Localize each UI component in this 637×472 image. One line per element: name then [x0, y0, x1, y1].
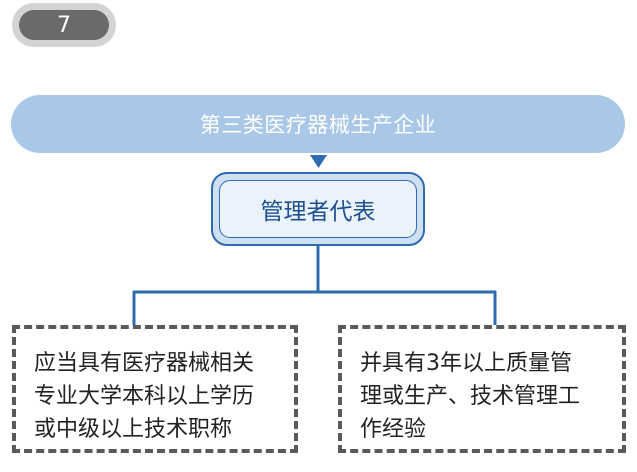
requirement-line: 作经验 [360, 417, 427, 442]
step-number: 7 [19, 10, 109, 40]
down-arrow-icon [310, 155, 327, 168]
top-node-enterprise: 第三类医疗器械生产企业 [11, 95, 625, 153]
requirement-line: 并具有3年以上质量管 [360, 351, 572, 376]
step-badge: 7 [12, 3, 116, 47]
requirement-box-education: 应当具有医疗器械相关 专业大学本科以上学历 或中级以上技术职称 [12, 325, 298, 453]
requirement-line: 理或生产、技术管理工 [360, 384, 581, 409]
requirement-box-experience: 并具有3年以上质量管 理或生产、技术管理工 作经验 [338, 325, 626, 453]
requirement-line: 应当具有医疗器械相关 [34, 351, 255, 376]
center-node-label: 管理者代表 [219, 180, 417, 238]
requirement-line: 或中级以上技术职称 [34, 417, 233, 442]
requirement-line: 专业大学本科以上学历 [34, 384, 255, 409]
center-node-management-representative: 管理者代表 [211, 172, 425, 246]
